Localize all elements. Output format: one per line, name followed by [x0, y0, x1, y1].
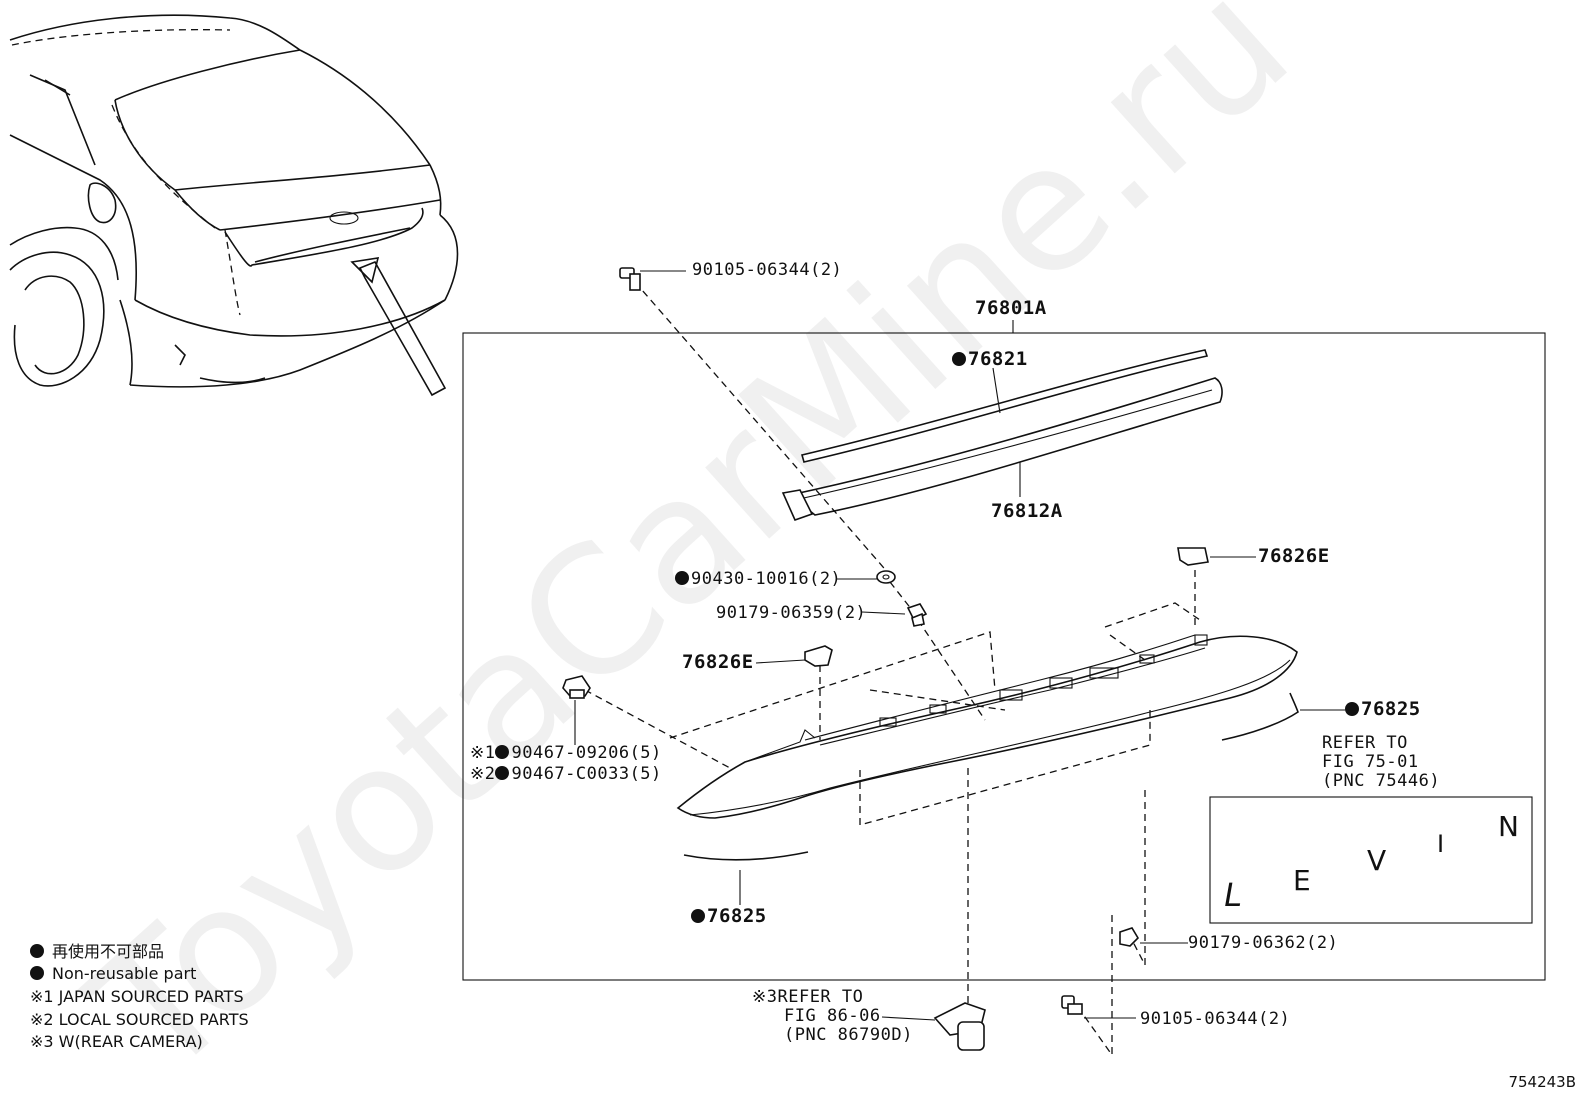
label-bolt-bottom: 90105-06344(2) — [1140, 1009, 1291, 1029]
emblem-letter: I — [1437, 830, 1445, 858]
moulding-76812a — [781, 377, 1223, 522]
legend-jp: 再使用不可部品 — [30, 938, 164, 962]
garnish-body — [676, 634, 1298, 819]
legend-en: Non-reusable part — [30, 964, 196, 983]
legend-local-sourced: ※2 LOCAL SOURCED PARTS — [30, 1010, 249, 1029]
non-reusable-icon — [675, 571, 689, 585]
clip-left-icon — [804, 645, 833, 667]
legend-japan-sourced: ※1 JAPAN SOURCED PARTS — [30, 987, 244, 1006]
emblem-frame — [1209, 796, 1533, 924]
non-reusable-icon — [691, 909, 705, 923]
non-reusable-icon — [30, 966, 44, 980]
emblem-letter: V — [1367, 844, 1387, 877]
label-nut-upper: 90179-06359(2) — [716, 603, 867, 623]
strip-left-icon — [683, 851, 809, 861]
non-reusable-icon — [30, 944, 44, 958]
label-nut-lower: 90179-06362(2) — [1188, 933, 1339, 953]
non-reusable-icon — [495, 766, 510, 780]
strip-right-icon — [1221, 692, 1299, 741]
nut-upper-icon — [906, 603, 928, 627]
label-strip-left: 76825 — [691, 907, 767, 926]
clip-right-icon — [1177, 547, 1209, 566]
label-strip-right: 76825 — [1345, 700, 1421, 719]
bolt-bottom-icon — [1061, 995, 1083, 1015]
label-clip-left: 76826E — [682, 651, 754, 673]
figure-number: 754243B — [1508, 1073, 1576, 1091]
legend-rear-camera: ※3 W(REAR CAMERA) — [30, 1032, 203, 1051]
camera-icon — [933, 1002, 986, 1051]
label-bolt-top: 90105-06344(2) — [692, 260, 843, 280]
car-rear-illustration — [9, 14, 459, 397]
label-assy: 76801A — [975, 297, 1047, 319]
label-clip-right: 76826E — [1258, 545, 1330, 567]
assembly-frame — [462, 332, 1546, 981]
emblem-letter: N — [1498, 810, 1519, 843]
leader-lines-dashed — [584, 281, 1201, 1058]
emblem-letter: E — [1293, 864, 1311, 897]
nut-lower-icon — [1119, 927, 1140, 947]
bolt-top-icon — [619, 267, 641, 291]
label-moulding-upper: 76821 — [952, 350, 1028, 369]
moulding-76821 — [801, 349, 1209, 463]
label-refer-emblem: REFER TO FIG 75-01 (PNC 75446) — [1322, 733, 1441, 791]
label-moulding-lower: 76812A — [991, 500, 1063, 522]
non-reusable-icon — [495, 745, 510, 759]
non-reusable-icon — [952, 352, 966, 366]
washer-icon — [876, 570, 896, 584]
non-reusable-icon — [1345, 702, 1359, 716]
label-washer: 90430-10016(2) — [675, 570, 841, 588]
leader-lines — [574, 270, 1345, 1021]
nut-left-icon — [562, 675, 591, 699]
label-refer-camera: ※3REFER TO FIG 86-06 (PNC 86790D) — [752, 987, 913, 1045]
